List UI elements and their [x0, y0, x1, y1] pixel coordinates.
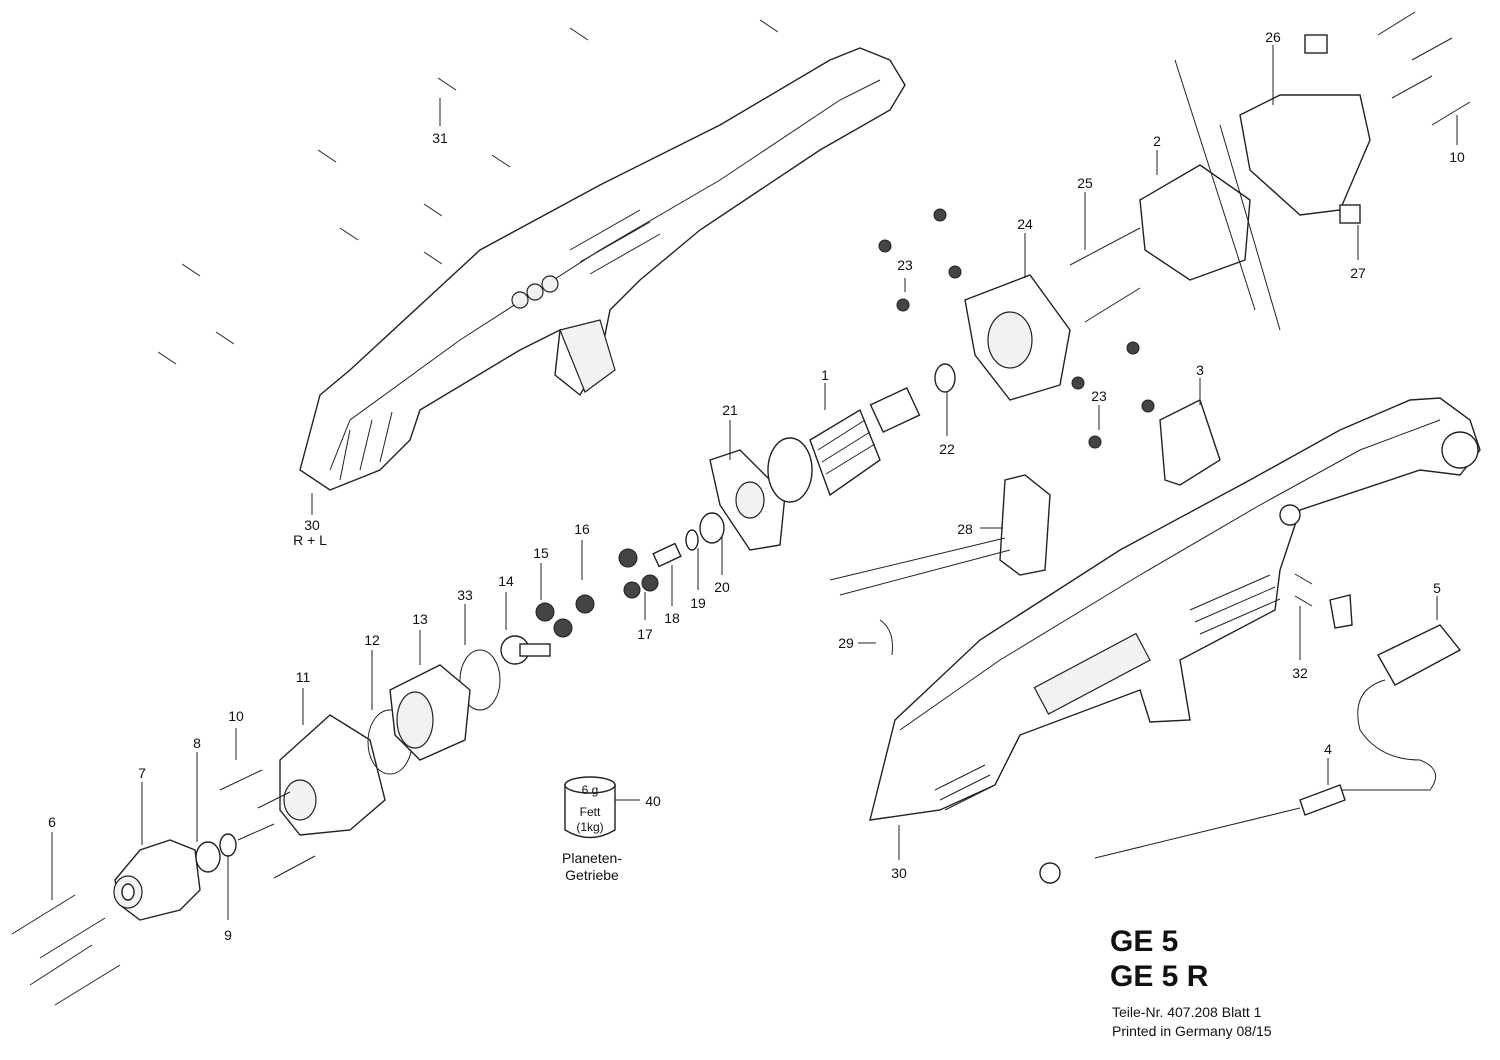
armature-rotor [767, 387, 921, 503]
callout-20: 20 [714, 579, 730, 595]
callout-28: 28 [957, 521, 973, 537]
callout-26: 26 [1265, 29, 1281, 45]
grease-weight: 6 g [581, 783, 599, 797]
long-screws-6 [11, 832, 121, 1006]
callout-11: 11 [295, 669, 311, 685]
callout-9: 9 [224, 927, 232, 943]
callout-16: 16 [574, 521, 590, 537]
grease-name: Fett [579, 805, 601, 819]
nut-8 [195, 841, 221, 873]
callout-19: 19 [690, 595, 706, 611]
callout-14: 14 [498, 573, 514, 589]
callout-29: 29 [838, 635, 854, 651]
bearing-flange-21 [709, 449, 786, 551]
dampers-23 [878, 208, 1155, 449]
part-number: Teile-Nr. 407.208 Blatt 1 [1112, 1004, 1262, 1020]
callout-25: 25 [1077, 175, 1093, 191]
callout-23-lower: 23 [1091, 388, 1107, 404]
lower-housing-half [869, 397, 1481, 821]
callout-8: 8 [193, 735, 201, 751]
screws-10-top [1377, 11, 1471, 145]
callout-2: 2 [1153, 133, 1161, 149]
callout-40: 40 [645, 793, 661, 809]
callout-6: 6 [48, 814, 56, 830]
callout-15: 15 [533, 545, 549, 561]
o-ring-33 [459, 649, 501, 711]
screw-set-31 [157, 19, 779, 365]
motor-holder-24 [964, 274, 1071, 401]
ring-gear [389, 664, 471, 761]
grease-caption-line2: Getriebe [565, 867, 619, 883]
printed-info: Printed in Germany 08/15 [1112, 1023, 1272, 1039]
gear-housing [219, 714, 386, 879]
washer-20 [699, 512, 725, 544]
callout-10-right: 10 [1449, 149, 1465, 165]
planet-gear-stack [500, 542, 682, 665]
callout-1: 1 [821, 367, 829, 383]
switch-3 [1159, 399, 1221, 486]
speed-control-28 [829, 474, 1051, 596]
callout-30-upper-sub: R + L [293, 532, 327, 548]
washer-9 [219, 833, 237, 857]
callout-30-upper: 30 [304, 517, 320, 533]
callout-12: 12 [364, 632, 380, 648]
callout-3: 3 [1196, 362, 1204, 378]
callout-33: 33 [457, 587, 473, 603]
grease-caption-line1: Planeten- [562, 850, 622, 866]
cable-grommet-29 [879, 619, 893, 656]
stator-2 [1069, 59, 1281, 331]
ball-bearing-22 [934, 363, 956, 393]
grease-amount: (1kg) [576, 820, 604, 834]
callout-30-lower: 30 [891, 865, 907, 881]
callout-13: 13 [412, 611, 428, 627]
callout-23-upper: 23 [897, 257, 913, 273]
rear-motor-housing-26 [1239, 34, 1371, 224]
washer-19 [685, 529, 699, 551]
callout-24: 24 [1017, 216, 1033, 232]
callout-4: 4 [1324, 741, 1332, 757]
callout-31: 31 [432, 130, 448, 146]
upper-housing-half [299, 47, 906, 491]
callout-10-left: 10 [228, 708, 244, 724]
model-title-line2: GE 5 R [1110, 960, 1209, 993]
callout-22: 22 [939, 441, 955, 457]
power-cable-plug [1039, 624, 1462, 884]
callout-27: 27 [1350, 265, 1366, 281]
grease-tube-40 [564, 776, 640, 839]
callout-32: 32 [1292, 665, 1308, 681]
cable-clamp-32 [1294, 573, 1353, 629]
callout-7: 7 [138, 765, 146, 781]
model-title-line1: GE 5 [1110, 925, 1179, 958]
grease-caption: Planeten- Getriebe [550, 850, 634, 884]
gear-head-flange [113, 839, 201, 921]
callout-17: 17 [637, 626, 653, 642]
leader-lines [141, 45, 1438, 920]
callout-18: 18 [664, 610, 680, 626]
callout-21: 21 [722, 402, 738, 418]
callout-5: 5 [1433, 580, 1441, 596]
